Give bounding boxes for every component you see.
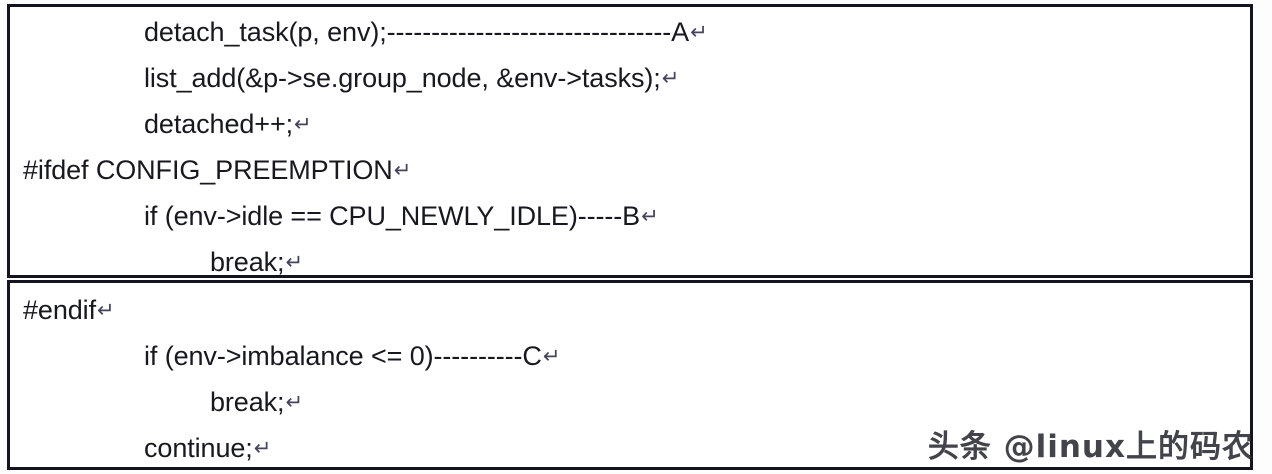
code-line: continue;↵ [10,425,1250,467]
paragraph-mark-icon: ↵ [393,159,412,182]
code-line-text: #ifdef CONFIG_PREEMPTION [23,155,393,185]
paragraph-mark-icon: ↵ [96,299,115,322]
paragraph-mark-icon: ↵ [641,205,659,228]
paragraph-mark-icon: ↵ [285,251,303,274]
paragraph-mark-icon: ↵ [661,67,680,90]
code-line-text: break; [210,247,285,277]
code-line-preprocessor: #endif↵ [10,287,1250,333]
code-line: if (env->imbalance <= 0)----------C↵ [10,333,1250,379]
code-line: break;↵ [10,379,1250,425]
paragraph-mark-icon: ↵ [253,437,272,460]
code-block-lower: #endif↵ if (env->imbalance <= 0)--------… [7,280,1253,470]
code-line-text: if (env->imbalance <= 0)----------C [144,341,542,371]
paragraph-mark-icon: ↵ [285,391,303,414]
code-line: detached++;↵ [10,101,1250,147]
code-line: list_add(&p->se.group_node, &env->tasks)… [10,55,1250,101]
code-line-preprocessor: #ifdef CONFIG_PREEMPTION↵ [10,147,1250,193]
code-line-text: if (env->idle == CPU_NEWLY_IDLE)-----B [144,201,641,231]
code-line-text: #endif [23,295,96,325]
paragraph-mark-icon: ↵ [294,113,312,136]
code-line-text: detached++; [144,109,294,139]
code-line: if (env->idle == CPU_NEWLY_IDLE)-----B↵ [10,193,1250,239]
code-line: break;↵ [10,239,1250,277]
paragraph-mark-icon: ↵ [542,345,561,368]
code-line-text: list_add(&p->se.group_node, &env->tasks)… [144,63,661,93]
code-line-text: continue; [144,433,253,463]
code-block-upper: detach_task(p, env);--------------------… [7,4,1253,278]
code-line: detach_task(p, env);--------------------… [10,9,1250,55]
code-line-text: detach_task(p, env);--------------------… [144,17,690,47]
paragraph-mark-icon: ↵ [690,21,708,44]
code-line-text: break; [210,387,285,417]
